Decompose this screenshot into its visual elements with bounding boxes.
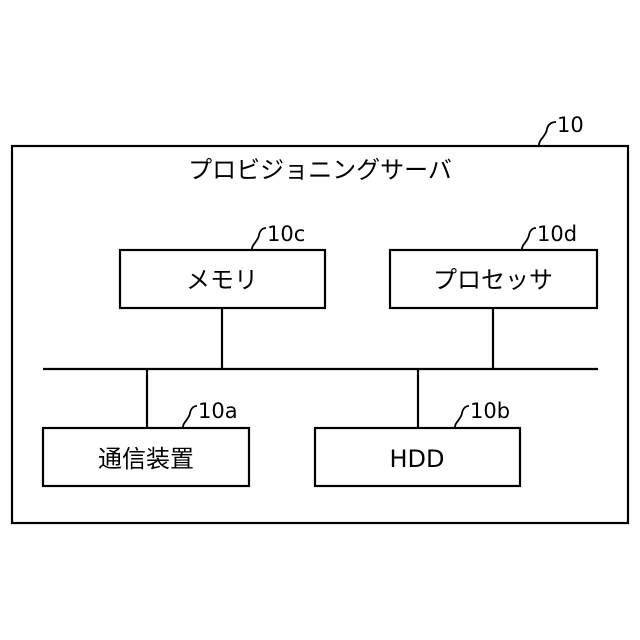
comm-device-ref-number: 10a (198, 399, 238, 423)
hdd-ref-number: 10b (470, 399, 510, 423)
processor-ref-number: 10d (537, 222, 577, 246)
processor-label: プロセッサ (433, 266, 553, 294)
server-ref-number: 10 (557, 113, 584, 137)
hdd-label: HDD (389, 445, 444, 473)
comm-device-label: 通信装置 (98, 445, 194, 473)
provisioning-server-label: プロビジョニングサーバ (188, 156, 452, 184)
server-ref-leader (539, 122, 556, 147)
memory-label: メモリ (186, 266, 258, 294)
memory-ref-number: 10c (267, 222, 305, 246)
